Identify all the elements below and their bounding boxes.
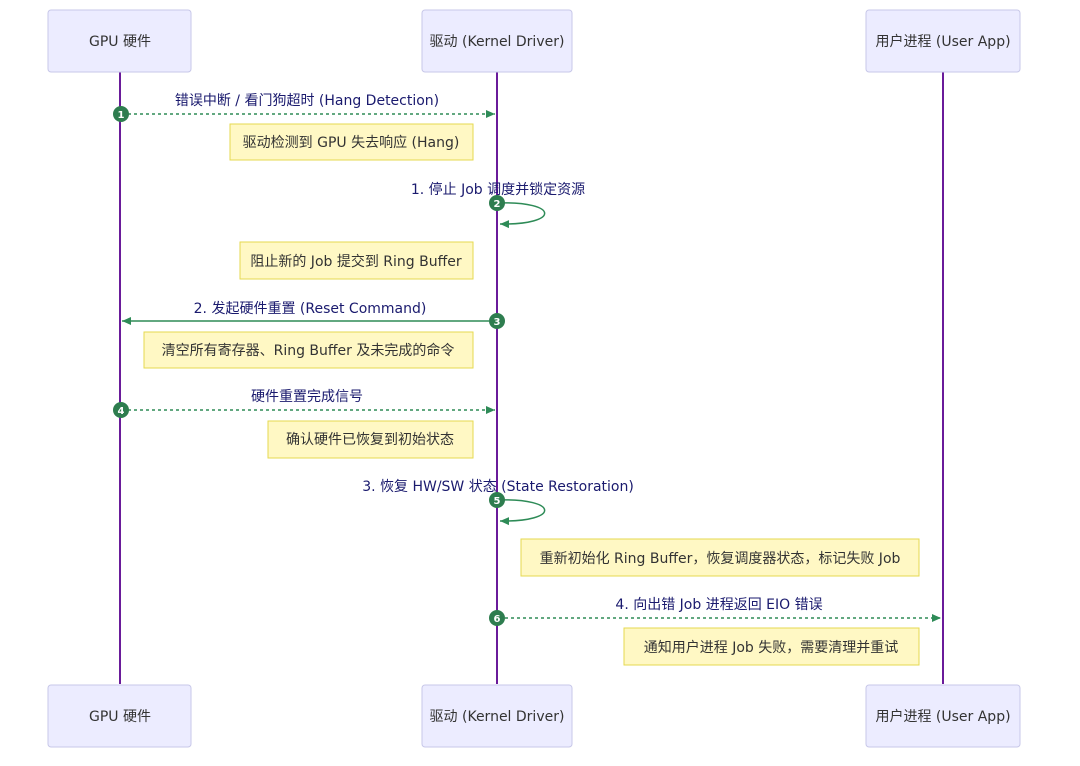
note-2: 阻止新的 Job 提交到 Ring Buffer — [239, 241, 474, 280]
sequence-badge-3-number: 3 — [494, 317, 501, 328]
actor-gpu-top: GPU 硬件 — [47, 9, 192, 73]
message-6-label: 4. 向出错 Job 进程返回 EIO 错误 — [615, 597, 822, 613]
actor-gpu-bottom: GPU 硬件 — [47, 684, 192, 748]
message-4: 硬件重置完成信号 4 — [113, 389, 495, 418]
sequence-badge-4 — [113, 402, 129, 418]
note-6-text: 通知用户进程 Job 失败，需要清理并重试 — [644, 639, 898, 656]
sequence-badge-5-number: 5 — [494, 496, 501, 507]
note-1: 驱动检测到 GPU 失去响应 (Hang) — [229, 123, 474, 161]
message-6: 4. 向出错 Job 进程返回 EIO 错误 6 — [489, 597, 941, 626]
message-5-label: 3. 恢复 HW/SW 状态 (State Restoration) — [362, 478, 634, 495]
message-4-label: 硬件重置完成信号 — [251, 389, 363, 405]
message-3: 2. 发起硬件重置 (Reset Command) 3 — [122, 301, 505, 329]
actor-app-label: 用户进程 (User App) — [875, 33, 1010, 50]
actor-gpu-label-bottom: GPU 硬件 — [89, 709, 151, 725]
message-2: 1. 停止 Job 调度并锁定资源 2 — [411, 181, 585, 229]
actor-driver-bottom: 驱动 (Kernel Driver) — [421, 684, 573, 748]
sequence-badge-2-number: 2 — [494, 199, 501, 210]
sequence-badge-4-number: 4 — [118, 406, 125, 417]
actor-app-top: 用户进程 (User App) — [865, 9, 1021, 73]
message-2-arrow — [496, 202, 546, 229]
sequence-badge-3 — [489, 313, 505, 329]
message-5-arrow — [496, 499, 546, 526]
note-1-text: 驱动检测到 GPU 失去响应 (Hang) — [243, 134, 460, 151]
sequence-badge-5 — [489, 492, 505, 508]
actor-app-bottom: 用户进程 (User App) — [865, 684, 1021, 748]
note-6: 通知用户进程 Job 失败，需要清理并重试 — [623, 627, 920, 666]
message-2-label: 1. 停止 Job 调度并锁定资源 — [411, 181, 585, 198]
note-3: 清空所有寄存器、Ring Buffer 及未完成的命令 — [143, 331, 474, 369]
actor-app-label-bottom: 用户进程 (User App) — [875, 708, 1010, 725]
note-2-text: 阻止新的 Job 提交到 Ring Buffer — [250, 253, 461, 270]
message-3-label: 2. 发起硬件重置 (Reset Command) — [194, 301, 427, 317]
message-5: 3. 恢复 HW/SW 状态 (State Restoration) 5 — [362, 478, 634, 526]
sequence-badge-6 — [489, 610, 505, 626]
note-3-text: 清空所有寄存器、Ring Buffer 及未完成的命令 — [162, 342, 455, 359]
actor-driver-label: 驱动 (Kernel Driver) — [430, 34, 565, 50]
sequence-badge-6-number: 6 — [494, 614, 501, 625]
actor-driver-top: 驱动 (Kernel Driver) — [421, 9, 573, 73]
actor-driver-label-bottom: 驱动 (Kernel Driver) — [430, 709, 565, 725]
sequence-badge-2 — [489, 195, 505, 211]
message-1: 错误中断 / 看门狗超时 (Hang Detection) 1 — [113, 93, 495, 122]
note-4: 确认硬件已恢复到初始状态 — [267, 420, 474, 459]
note-5-text: 重新初始化 Ring Buffer，恢复调度器状态，标记失败 Job — [540, 550, 901, 567]
sequence-badge-1 — [113, 106, 129, 122]
actor-gpu-label: GPU 硬件 — [89, 34, 151, 50]
message-1-label: 错误中断 / 看门狗超时 (Hang Detection) — [175, 93, 439, 109]
note-4-text: 确认硬件已恢复到初始状态 — [286, 431, 454, 448]
sequence-badge-1-number: 1 — [118, 110, 125, 121]
note-5: 重新初始化 Ring Buffer，恢复调度器状态，标记失败 Job — [520, 538, 920, 577]
